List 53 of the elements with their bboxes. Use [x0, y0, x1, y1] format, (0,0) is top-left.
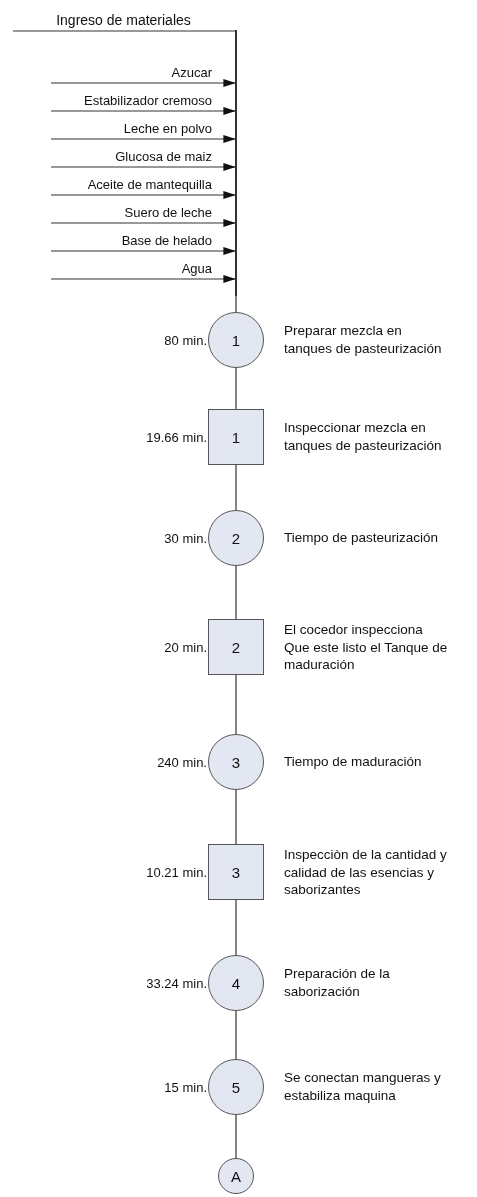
- step-description: Tiempo de pasteurización: [284, 529, 440, 547]
- input-arrow: [50, 163, 236, 171]
- process-title: Ingreso de materiales: [12, 8, 235, 32]
- input-arrow: [50, 247, 236, 255]
- duration-label: 19.66 min.: [146, 429, 207, 445]
- step-description: Tiempo de maduración: [284, 753, 423, 771]
- flow-line: [12, 30, 238, 32]
- input-arrow: [50, 107, 236, 115]
- input-arrow: [50, 135, 236, 143]
- flow-line: [235, 464, 237, 511]
- flow-line: [235, 1010, 237, 1060]
- step-description: Inspecciòn de la cantidad y calidad de las esencias y saborizantes: [284, 845, 448, 899]
- input-arrow: [50, 275, 236, 283]
- flow-line: [235, 1114, 237, 1159]
- material-label: Azucar: [170, 65, 213, 80]
- step-description: Preparación de la saborización: [284, 965, 391, 1001]
- material-label: Agua: [180, 261, 213, 276]
- duration-label: 240 min.: [157, 754, 207, 770]
- flow-line: [235, 565, 237, 620]
- step-description: Inspeccionar mezcla en tanques de pasteurización: [284, 419, 443, 455]
- material-label: Base de helado: [120, 233, 213, 248]
- step-description: Preparar mezcla en tanques de pasteurización: [284, 322, 443, 358]
- flow-line: [235, 295, 237, 313]
- material-label: Aceite de mantequilla: [86, 177, 213, 192]
- material-label: Leche en polvo: [122, 121, 213, 136]
- input-arrow: [50, 79, 236, 87]
- duration-label: 15 min.: [164, 1079, 207, 1095]
- operation-circle: 2: [208, 510, 264, 566]
- input-arrow: [50, 219, 236, 227]
- inspection-square: 3: [208, 844, 264, 900]
- duration-label: 80 min.: [164, 332, 207, 348]
- step-description: El cocedor inspecciona Que este listo el Tanque de maduración: [284, 620, 449, 674]
- flow-line: [235, 789, 237, 845]
- operation-circle: A: [218, 1158, 254, 1194]
- duration-label: 30 min.: [164, 530, 207, 546]
- duration-label: 33.24 min.: [146, 975, 207, 991]
- duration-label: 20 min.: [164, 639, 207, 655]
- flow-line: [235, 367, 237, 410]
- flow-line: [235, 899, 237, 956]
- operation-circle: 3: [208, 734, 264, 790]
- flow-line: [235, 674, 237, 735]
- step-description: Se conectan mangueras y estabiliza maquina: [284, 1069, 442, 1105]
- duration-label: 10.21 min.: [146, 864, 207, 880]
- operation-circle: 5: [208, 1059, 264, 1115]
- material-label: Glucosa de maiz: [114, 149, 213, 164]
- material-label: Suero de leche: [123, 205, 213, 220]
- inspection-square: 1: [208, 409, 264, 465]
- flow-line-segment: [235, 30, 237, 296]
- operation-circle: 1: [208, 312, 264, 368]
- operation-circle: 4: [208, 955, 264, 1011]
- input-arrow: [50, 191, 236, 199]
- material-label: Estabilizador cremoso: [83, 93, 213, 108]
- inspection-square: 2: [208, 619, 264, 675]
